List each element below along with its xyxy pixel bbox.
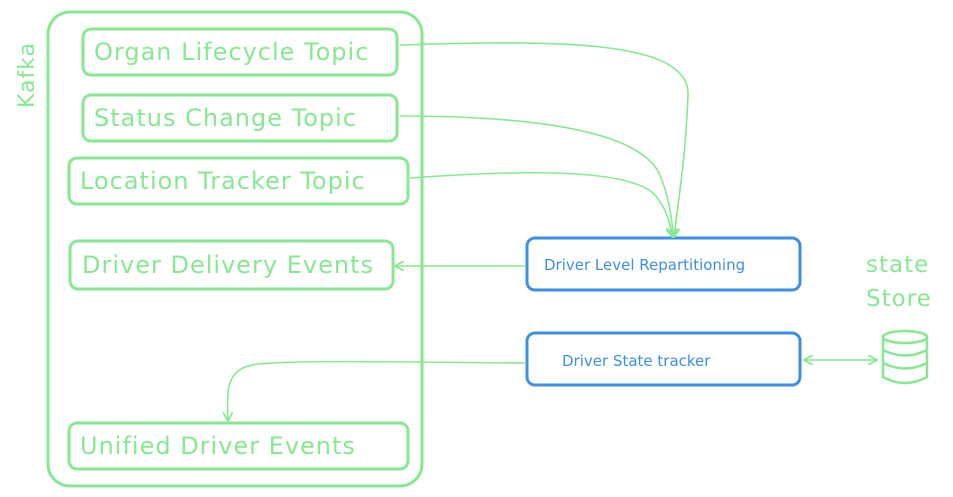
topic-driver-delivery-events[interactable]: Driver Delivery Events [68, 239, 395, 291]
kafka-label: Kafka [15, 42, 40, 108]
topic-label: Status Change Topic [94, 104, 357, 132]
arrow-location-to-repartitioning [409, 171, 672, 236]
topic-organ-lifecycle[interactable]: Organ Lifecycle Topic [81, 27, 399, 77]
state-store-label-line2: Store [866, 286, 932, 312]
arrow-status-to-repartitioning [399, 115, 673, 236]
arrow-organ-to-repartitioning [399, 42, 689, 236]
topic-label: Driver Delivery Events [82, 251, 374, 279]
arrow-tracker-to-unified [228, 360, 526, 420]
processor-label: Driver Level Repartitioning [544, 256, 745, 274]
driver-level-repartitioning-box[interactable]: Driver Level Repartitioning [525, 236, 802, 292]
flow-arrows [228, 42, 876, 420]
topic-location-tracker[interactable]: Location Tracker Topic [67, 156, 410, 206]
database-icon [881, 329, 929, 385]
driver-state-tracker-box[interactable]: Driver State tracker [525, 331, 802, 387]
topic-label: Organ Lifecycle Topic [94, 38, 369, 66]
topic-label: Unified Driver Events [80, 432, 356, 460]
kafka-container [46, 10, 424, 488]
topic-unified-driver-events[interactable]: Unified Driver Events [67, 421, 410, 471]
processor-label: Driver State tracker [562, 352, 711, 370]
topic-label: Location Tracker Topic [80, 167, 366, 195]
state-store-label-line1: state [866, 252, 929, 278]
topic-status-change[interactable]: Status Change Topic [81, 93, 399, 143]
